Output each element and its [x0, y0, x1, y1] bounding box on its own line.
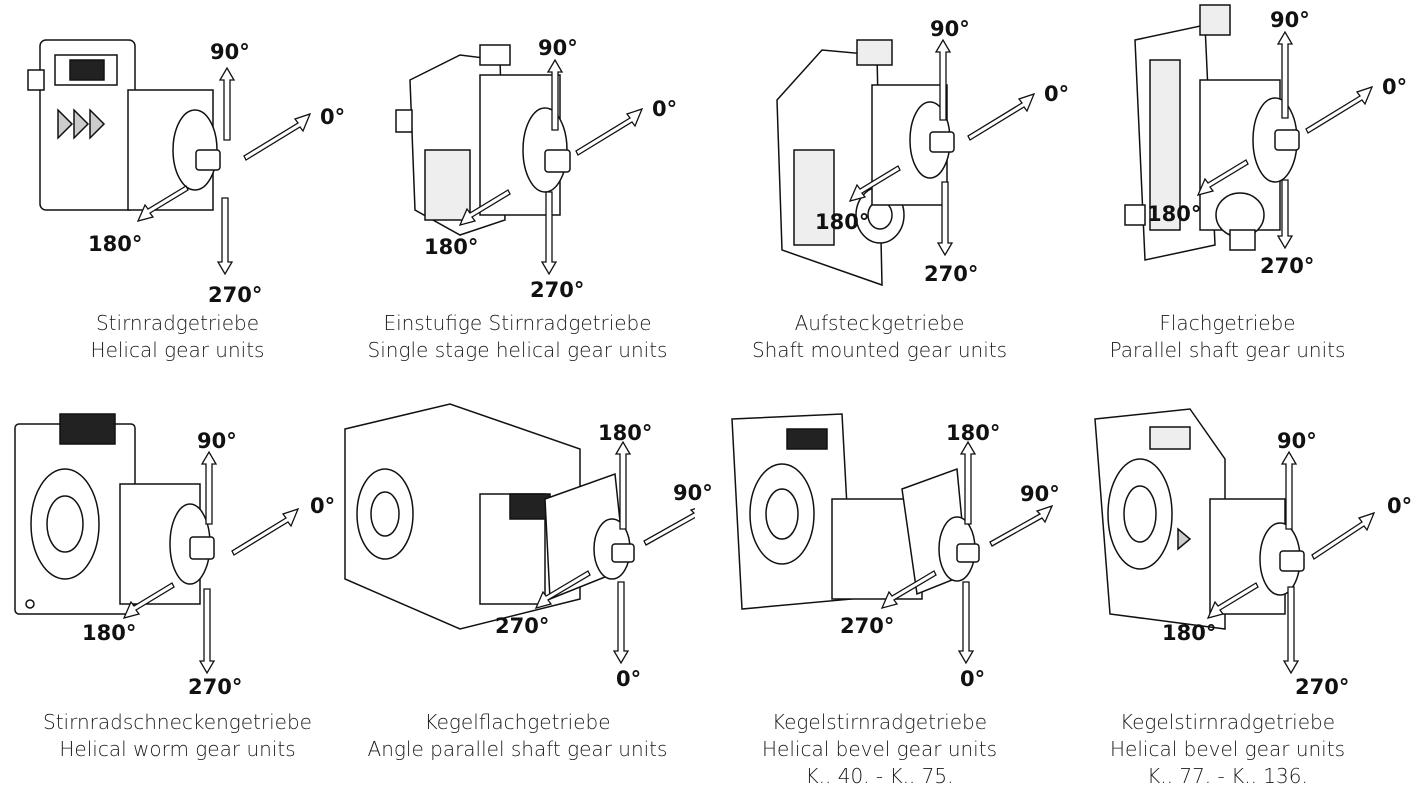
caption: Flachgetriebe Parallel shaft gear units	[1050, 310, 1405, 364]
panel-angle-parallel-shaft: 180° 90° 0° 270° Kegelflachgetriebe Angl…	[340, 399, 713, 798]
panel-helical-worm: 90° 0° 270° 180° Stirnradschneckengetrie…	[0, 399, 355, 798]
panel-parallel-shaft: 90° 0° 270° 180° Flachgetriebe Parallel …	[1050, 0, 1408, 399]
angle-diagonal-label: 180°	[1147, 202, 1202, 226]
angle-diagonal-label: 270°	[495, 614, 550, 638]
angle-down-label: 0°	[616, 667, 642, 691]
caption-english: Helical bevel gear units	[1110, 737, 1345, 761]
angle-right-label: 90°	[1020, 482, 1060, 506]
caption-english: Helical gear units	[90, 338, 265, 362]
caption-english: Helical worm gear units	[59, 737, 296, 761]
gear-unit-drawing	[395, 44, 571, 236]
angle-down-label: 270°	[188, 675, 243, 699]
caption-english: Angle parallel shaft gear units	[367, 737, 668, 761]
angle-down-label: 270°	[1295, 675, 1350, 699]
angle-up-label: 90°	[538, 36, 578, 60]
caption: Aufsteckgetriebe Shaft mounted gear unit…	[702, 310, 1057, 364]
angle-down-label: 270°	[208, 283, 263, 307]
angle-up-label: 90°	[930, 17, 970, 41]
angle-up-label: 180°	[946, 421, 1001, 445]
angle-up-label: 90°	[210, 40, 250, 64]
caption: Kegelstirnradgetriebe Helical bevel gear…	[702, 709, 1057, 790]
caption: Einstufige Stirnradgetriebe Single stage…	[340, 310, 695, 364]
caption-german: Aufsteckgetriebe	[794, 311, 965, 335]
caption-german: Stirnradgetriebe	[95, 311, 260, 335]
gear-unit-drawing	[731, 413, 980, 610]
caption-english: Parallel shaft gear units	[1109, 338, 1346, 362]
panel-helical: 90° 0° 270° 180° Stirnradgetriebe Helica…	[0, 0, 355, 399]
gear-unit-drawing	[14, 413, 215, 615]
caption-german: Kegelstirnradgetriebe	[771, 710, 988, 734]
angle-down-label: 0°	[960, 667, 986, 691]
caption: Kegelstirnradgetriebe Helical bevel gear…	[1050, 709, 1405, 790]
angle-diagonal-label: 270°	[840, 614, 895, 638]
panel-single-stage-helical: 90° 0° 270° 180° Einstufige Stirnradgetr…	[340, 0, 695, 399]
angle-down-label: 270°	[924, 262, 979, 286]
gear-unit-drawing	[27, 39, 221, 211]
angle-right-label: 0°	[310, 494, 336, 518]
caption-size-range: K.. 40. - K.. 75.	[805, 764, 954, 788]
angle-diagonal-label: 180°	[815, 210, 870, 234]
angle-right-label: 0°	[1387, 494, 1413, 518]
angle-right-label: 0°	[1382, 75, 1408, 99]
caption-english: Single stage helical gear units	[367, 338, 668, 362]
caption: Kegelflachgetriebe Angle parallel shaft …	[340, 709, 695, 763]
panel-shaft-mounted: 90° 0° 270° 180° Aufsteckgetriebe Shaft …	[702, 0, 1069, 399]
angle-right-label: 0°	[1044, 82, 1070, 106]
angle-down-label: 270°	[1260, 254, 1315, 278]
caption: Stirnradgetriebe Helical gear units	[0, 310, 355, 364]
caption: Stirnradschneckengetriebe Helical worm g…	[0, 709, 355, 763]
angle-right-label: 90°	[673, 481, 713, 505]
angle-diagonal-label: 180°	[88, 232, 143, 256]
angle-up-label: 90°	[197, 429, 237, 453]
caption-english: Helical bevel gear units	[762, 737, 997, 761]
caption-german: Flachgetriebe	[1159, 311, 1296, 335]
caption-german: Einstufige Stirnradgetriebe	[383, 311, 652, 335]
gear-unit-drawing	[344, 403, 635, 630]
gear-unit-drawing	[776, 39, 955, 287]
caption-size-range: K.. 77. - K.. 136.	[1147, 764, 1308, 788]
angle-right-label: 0°	[652, 97, 678, 121]
angle-up-label: 90°	[1270, 8, 1310, 32]
angle-right-label: 0°	[320, 105, 346, 129]
panel-helical-bevel-large: 90° 0° 270° 180° Kegelstirnradgetriebe H…	[1050, 399, 1412, 798]
panel-helical-bevel-small: 180° 90° 0° 270° Kegelstirnradgetriebe H…	[702, 399, 1060, 798]
angle-up-label: 180°	[598, 421, 653, 445]
angle-up-label: 90°	[1277, 429, 1317, 453]
gear-unit-drawing	[1094, 408, 1305, 630]
caption-german: Kegelflachgetriebe	[424, 710, 611, 734]
caption-german: Stirnradschneckengetriebe	[43, 710, 312, 734]
angle-diagonal-label: 180°	[424, 235, 479, 259]
gear-unit-drawing	[1124, 4, 1300, 261]
angle-diagonal-label: 180°	[1162, 621, 1217, 645]
angle-down-label: 270°	[530, 278, 585, 302]
angle-diagonal-label: 180°	[82, 621, 137, 645]
caption-german: Kegelstirnradgetriebe	[1119, 710, 1336, 734]
caption-english: Shaft mounted gear units	[751, 338, 1008, 362]
